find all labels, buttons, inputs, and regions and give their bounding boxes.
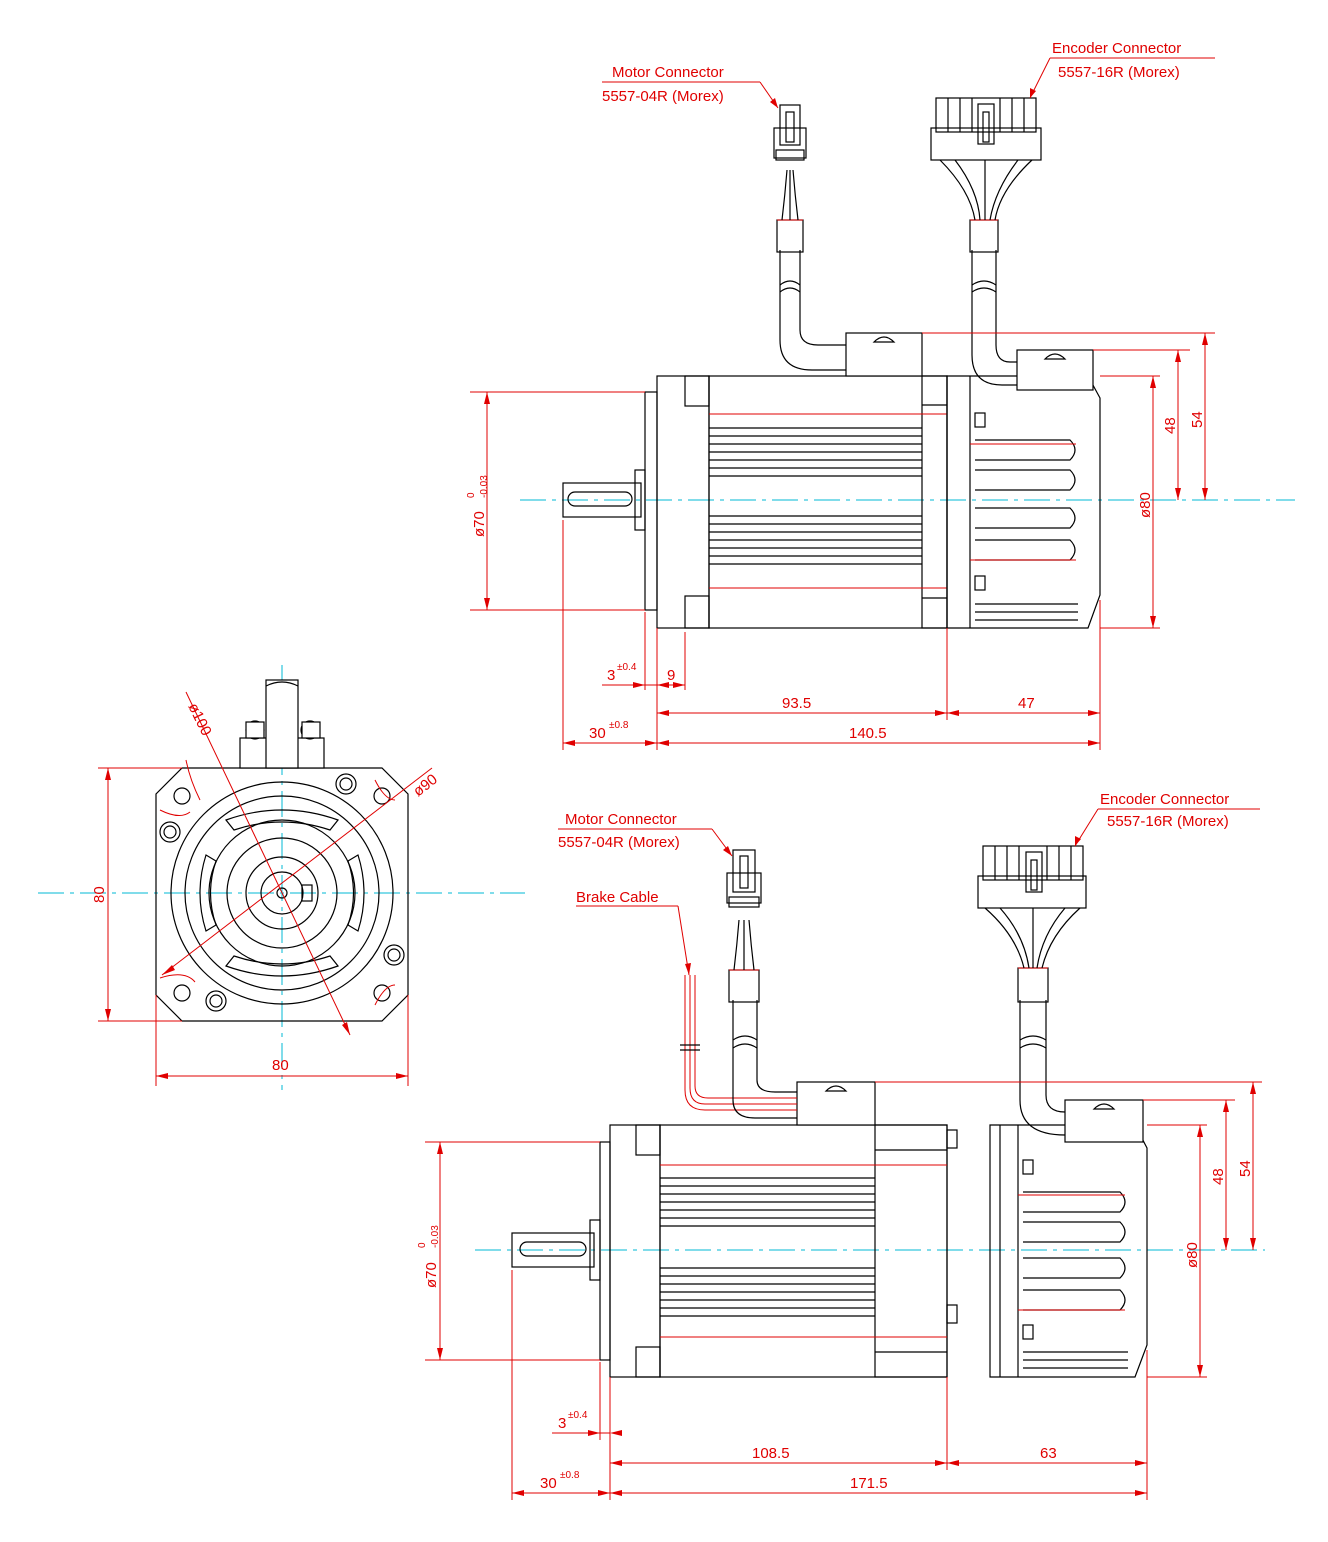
- front-height-label: 80: [91, 886, 108, 903]
- motor-cable: [779, 250, 846, 371]
- flange-offset-label: 9: [667, 667, 675, 684]
- side-view-brake: Motor Connector 5557-04R (Morex) Encoder…: [417, 791, 1265, 1500]
- motor-connector-part: 5557-04R (Morex): [602, 88, 724, 105]
- svg-text:ø80: ø80: [1184, 1242, 1201, 1268]
- encoder-connector-brake-title: Encoder Connector: [1100, 791, 1229, 808]
- brake-cable-label: Brake Cable: [576, 889, 659, 906]
- svg-text:171.5: 171.5: [850, 1475, 888, 1492]
- motor-connector: [773, 127, 807, 159]
- svg-text:108.5: 108.5: [752, 1445, 790, 1462]
- dia-100-label: ø100: [184, 700, 214, 738]
- dim-lengths: 93.5 47 30 ±0.8 140.5: [562, 520, 1101, 750]
- encoder-connector-part: 5557-16R (Morex): [1058, 64, 1180, 81]
- mounting-holes: [159, 773, 405, 1012]
- motor-connector-callout: Motor Connector 5557-04R (Morex): [602, 64, 779, 109]
- dia-90-line: [161, 767, 433, 976]
- shaft-brake: [511, 1232, 595, 1268]
- svg-text:30: 30: [540, 1475, 557, 1492]
- brake-cable: [680, 975, 797, 1111]
- dia-100-line: [185, 691, 351, 1036]
- motor-connector-title: Motor Connector: [612, 64, 724, 81]
- motor-body-brake: [659, 1124, 948, 1378]
- flange-pilot: [644, 391, 658, 611]
- brake-cable-callout: Brake Cable: [576, 889, 691, 976]
- encoder-cable: [971, 250, 1017, 386]
- encoder-connector-brake-part: 5557-16R (Morex): [1107, 813, 1229, 830]
- encoder-length-label: 47: [1018, 695, 1035, 712]
- dim-pilot-diameter: ø70 0 -0.03: [466, 391, 645, 611]
- shaft-keyway: [567, 491, 633, 507]
- shaft: [562, 482, 642, 518]
- total-length-label: 140.5: [849, 725, 887, 742]
- svg-text:0: 0: [417, 1242, 428, 1248]
- encoder-connector-brake-callout: Encoder Connector 5557-16R (Morex): [1074, 791, 1260, 847]
- svg-text:ø70: ø70: [423, 1262, 440, 1288]
- dim-heights-brake: 48 54 ø80: [875, 1081, 1262, 1378]
- flange-boss-bottom: [684, 595, 710, 629]
- dia-90-label: ø90: [410, 771, 441, 800]
- motor-connector-brake-title: Motor Connector: [565, 811, 677, 828]
- body-length-label: 93.5: [782, 695, 811, 712]
- svg-text:±0.4: ±0.4: [568, 1410, 588, 1421]
- encoder-vents: [975, 439, 1078, 621]
- dim-lengths-brake: 108.5 63 30 ±0.8 171.5: [511, 1270, 1148, 1500]
- dim-pilot-diameter-brake: ø70 0 -0.03: [417, 1141, 600, 1361]
- cooling-fins: [709, 427, 922, 565]
- svg-text:54: 54: [1237, 1160, 1254, 1177]
- connector-height-54: 54: [1189, 411, 1206, 428]
- flange: [656, 375, 710, 629]
- svg-text:48: 48: [1210, 1168, 1227, 1185]
- encoder-connector-callout: Encoder Connector 5557-16R (Morex): [1029, 40, 1215, 99]
- connector-height-48: 48: [1162, 417, 1179, 434]
- side-view-standard: Motor Connector 5557-04R (Morex) Encoder…: [466, 40, 1295, 750]
- flange-boss-top: [684, 375, 710, 407]
- shaft-length-label: 30: [589, 725, 606, 742]
- dim-heights: 48 54 ø80: [922, 332, 1215, 629]
- encoder-connector-brake: [977, 875, 1087, 909]
- front-flange: [155, 767, 409, 1022]
- svg-text:63: 63: [1040, 1445, 1057, 1462]
- motor-cable-gland: [845, 332, 923, 377]
- motor-connector-brake: [726, 872, 762, 904]
- svg-text:±0.8: ±0.8: [560, 1470, 580, 1481]
- dim-flange-thickness: 3 ±0.4 9: [602, 612, 686, 750]
- motor-connector-brake-part: 5557-04R (Morex): [558, 834, 680, 851]
- encoder-connector: [930, 127, 1042, 161]
- svg-text:3: 3: [558, 1415, 566, 1432]
- pilot-diameter-label: ø70: [471, 511, 488, 537]
- encoder-diameter-label: ø80: [1137, 492, 1154, 518]
- encoder-housing-brake: [989, 1124, 1148, 1378]
- dim-flange-thickness-brake: 3 ±0.4: [552, 1362, 622, 1500]
- svg-text:0: 0: [466, 492, 477, 498]
- svg-text:±0.4: ±0.4: [617, 662, 637, 673]
- motor-connector-brake-callout: Motor Connector 5557-04R (Morex): [558, 811, 733, 857]
- encoder-cable-gland: [1016, 349, 1094, 391]
- svg-text:-0.03: -0.03: [430, 1225, 441, 1248]
- svg-text:-0.03: -0.03: [479, 475, 490, 498]
- flange-thickness-label: 3: [607, 667, 615, 684]
- brake-section: [874, 1124, 948, 1378]
- front-width-label: 80: [272, 1057, 289, 1074]
- front-view: ø100 ø90 80 80: [38, 665, 525, 1090]
- encoder-connector-title: Encoder Connector: [1052, 40, 1181, 57]
- svg-text:±0.8: ±0.8: [609, 720, 629, 731]
